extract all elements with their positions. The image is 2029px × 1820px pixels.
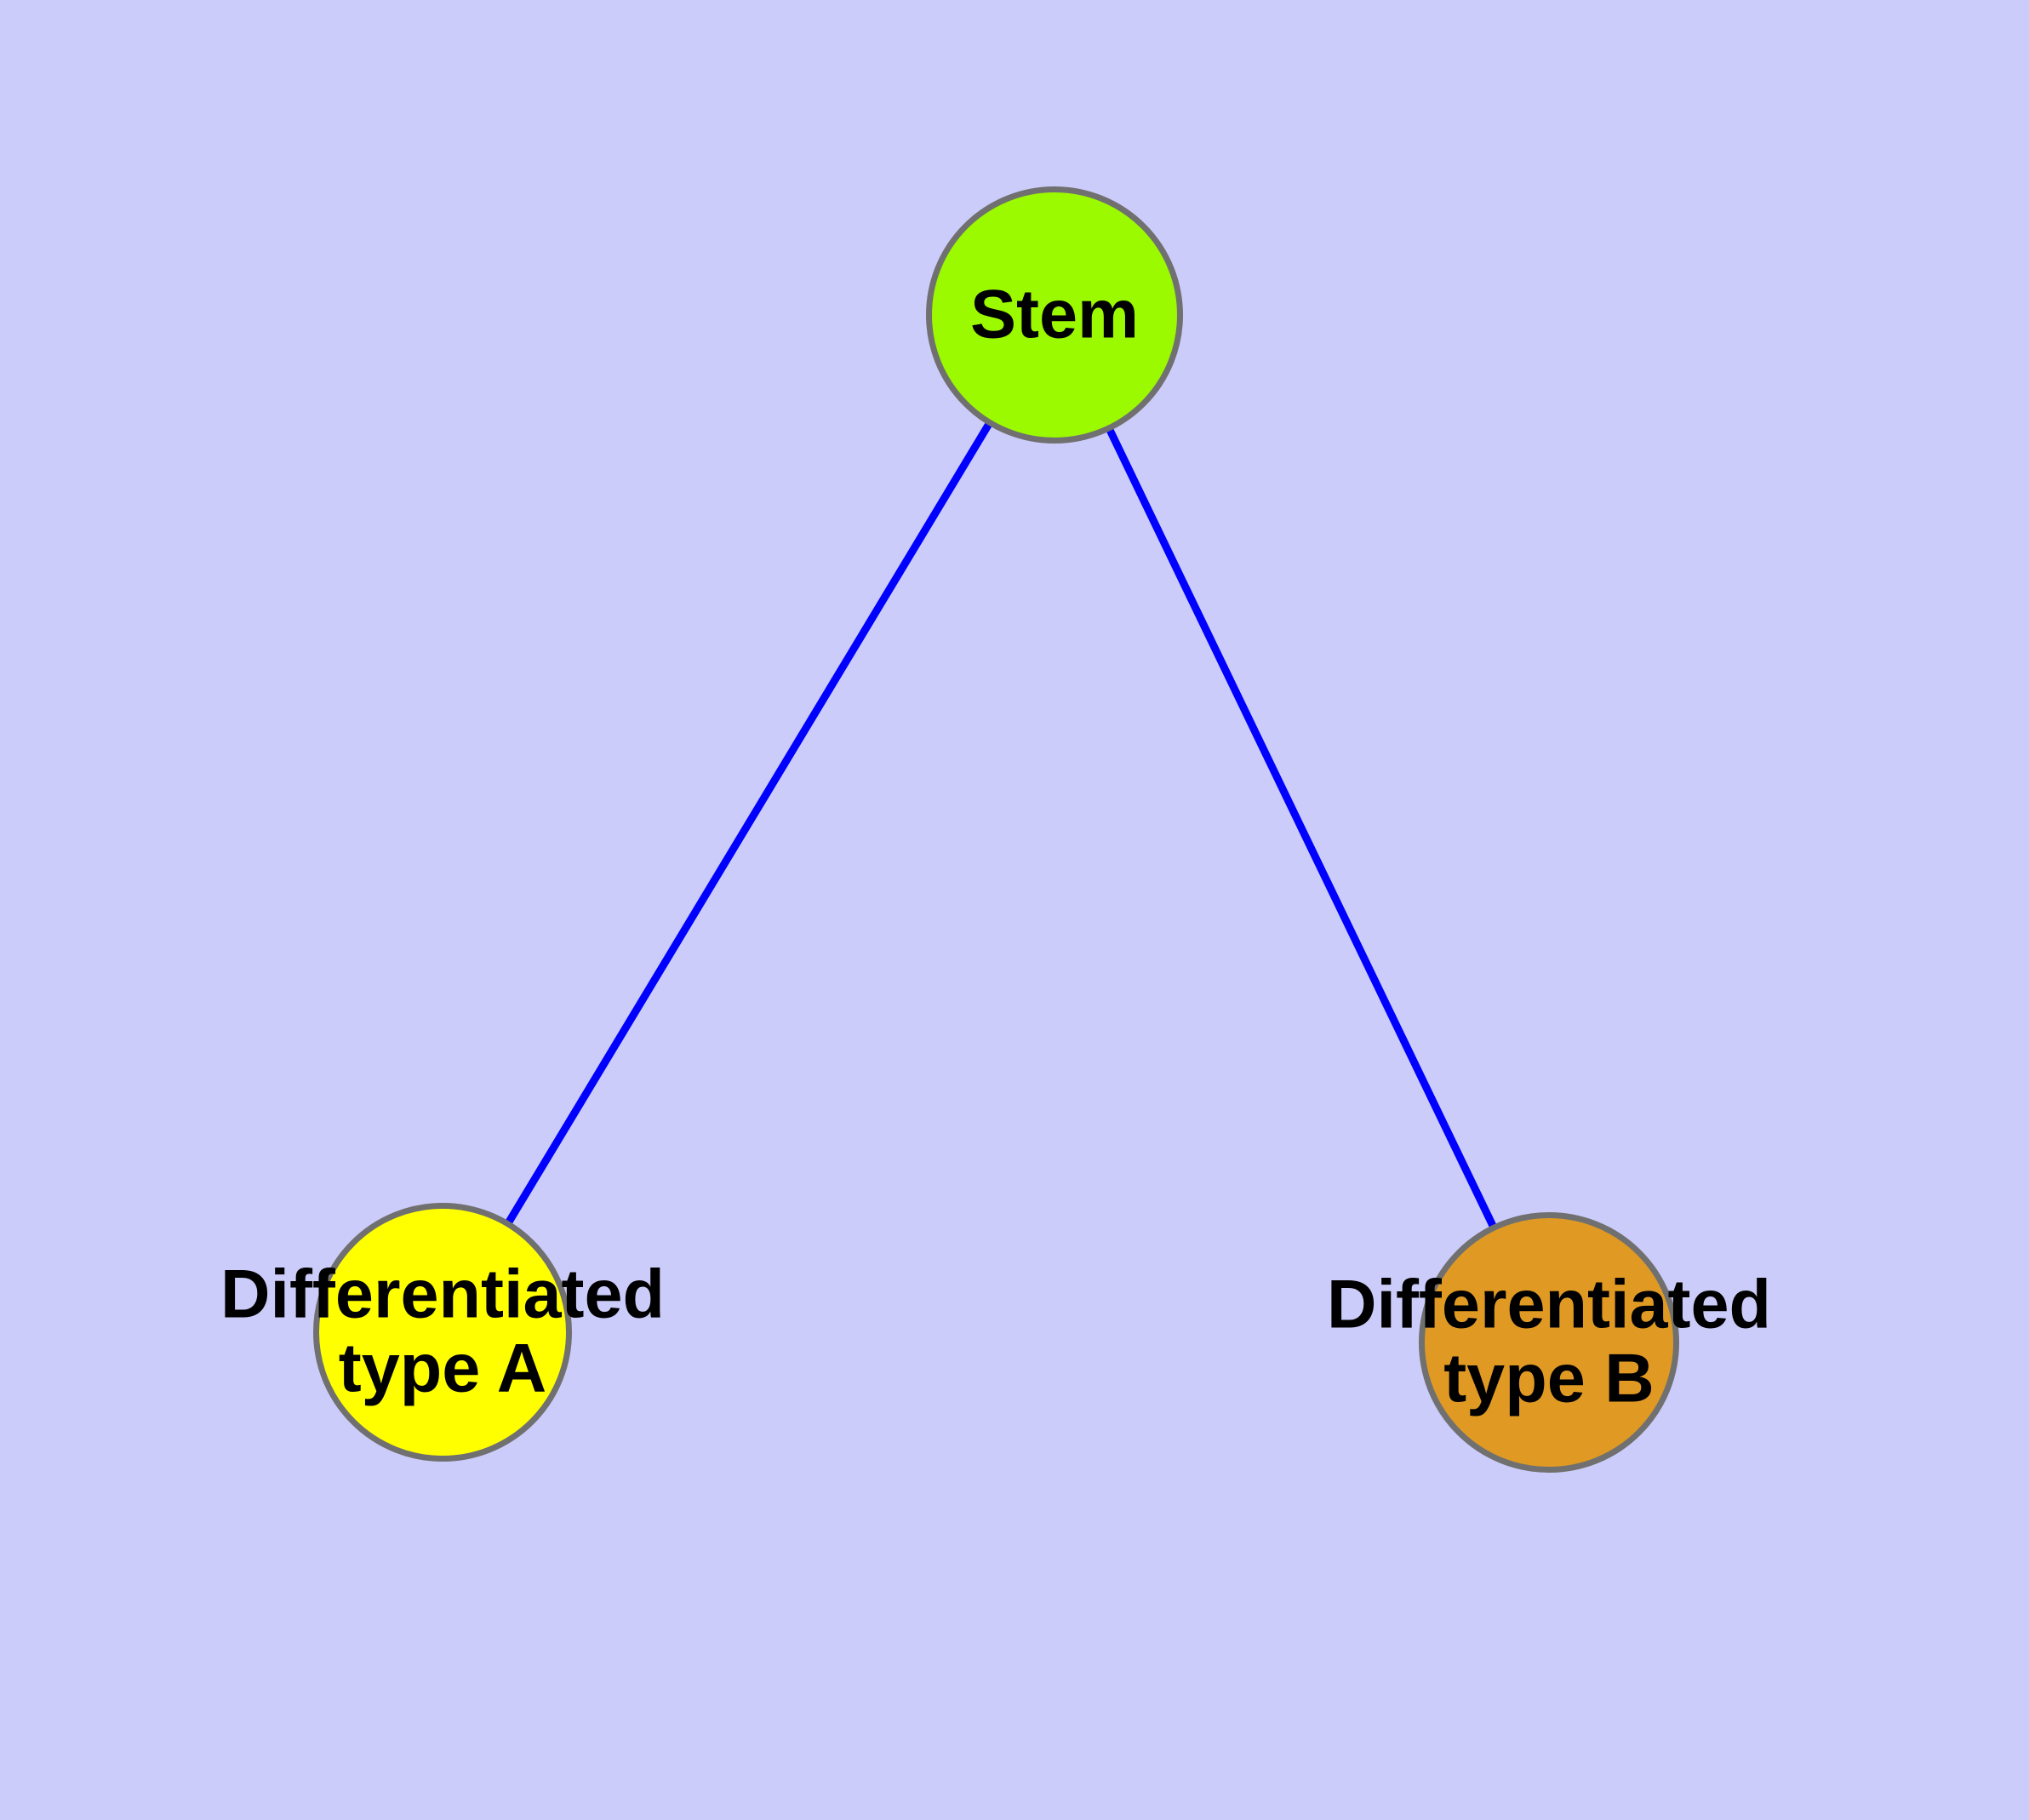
node-differentiated-type-a[interactable] <box>313 1203 572 1462</box>
node-stem[interactable] <box>926 186 1183 444</box>
node-label-differentiated-type-a: Differentiated type A <box>220 1256 666 1407</box>
node-label-stem: Stem <box>969 276 1140 353</box>
edge-stem-to-diff-a[interactable] <box>504 420 994 1227</box>
edge-stem-to-diff-b[interactable] <box>1105 426 1498 1230</box>
node-differentiated-type-b[interactable] <box>1419 1212 1679 1473</box>
node-label-differentiated-type-b: Differentiated type B <box>1326 1266 1772 1417</box>
